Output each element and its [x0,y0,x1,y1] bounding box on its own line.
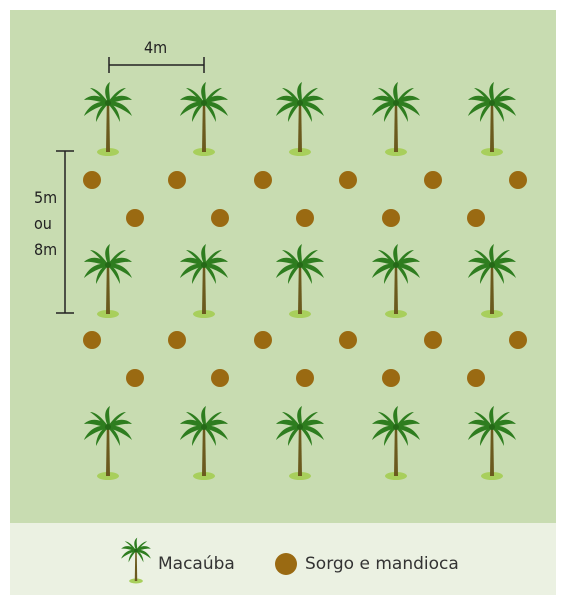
vertical-spacing-marker [56,150,74,314]
sorghum-cassava-plant [424,171,442,189]
sorghum-cassava-plant [83,171,101,189]
palm-tree-icon [121,537,151,584]
macauba-palm [180,82,228,156]
macauba-palm [84,406,132,480]
sorghum-cassava-plant [339,171,357,189]
macauba-palm [372,244,420,318]
crop-grid [83,171,527,387]
sorghum-cassava-plant [424,331,442,349]
brown-circle-icon [275,553,297,575]
sorghum-cassava-plant [467,209,485,227]
legend-palm-label: Macaúba [158,554,235,574]
sorghum-cassava-plant [467,369,485,387]
sorghum-cassava-plant [168,171,186,189]
sorghum-cassava-plant [254,331,272,349]
macauba-palm [468,406,516,480]
vertical-spacing-label-2: ou [34,214,52,233]
vertical-spacing-label-3: 8m [34,240,58,259]
sorghum-cassava-plant [211,209,229,227]
sorghum-cassava-plant [168,331,186,349]
vertical-spacing-label-1: 5m [34,188,58,207]
sorghum-cassava-plant [126,209,144,227]
macauba-palm [276,244,324,318]
macauba-palm [372,406,420,480]
palm-grid [84,82,516,480]
sorghum-cassava-plant [211,369,229,387]
planting-layout [56,57,527,480]
legend-crop-label: Sorgo e mandioca [305,554,459,574]
sorghum-cassava-plant [126,369,144,387]
sorghum-cassava-plant [83,331,101,349]
macauba-palm [84,82,132,156]
horizontal-spacing-marker [108,57,205,73]
sorghum-cassava-plant [509,331,527,349]
macauba-palm [276,82,324,156]
macauba-palm [84,244,132,318]
sorghum-cassava-plant [339,331,357,349]
horizontal-spacing-label: 4m [144,38,168,57]
sorghum-cassava-plant [296,369,314,387]
sorghum-cassava-plant [509,171,527,189]
macauba-palm [468,244,516,318]
legend-palm-shape [121,537,151,584]
macauba-palm [468,82,516,156]
sorghum-cassava-plant [254,171,272,189]
macauba-palm [372,82,420,156]
sorghum-cassava-plant [296,209,314,227]
macauba-palm [180,244,228,318]
macauba-palm [180,406,228,480]
planting-field: 4m 5m ou 8m [10,10,556,523]
sorghum-cassava-plant [382,209,400,227]
sorghum-cassava-plant [382,369,400,387]
legend: Macaúba Sorgo e mandioca [10,523,556,595]
macauba-palm [276,406,324,480]
